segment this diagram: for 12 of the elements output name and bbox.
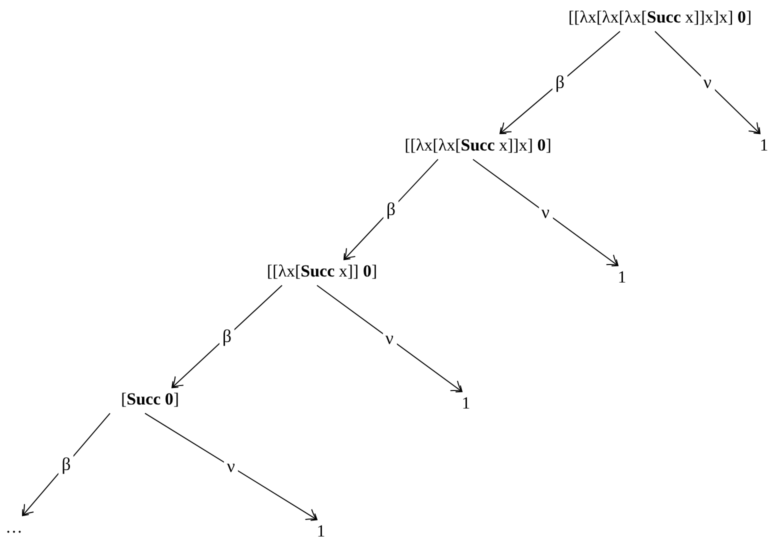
term-label: 1	[618, 268, 626, 288]
term-label: 1	[462, 394, 470, 414]
term-label: [[λx[Succ x]] 0]	[266, 262, 378, 282]
term-label: 1	[760, 136, 768, 156]
term-label: [[λx[λx[λx[Succ x]]x]x] 0]	[568, 8, 752, 28]
term-label: [Succ 0]	[120, 390, 180, 410]
term-label: 1	[316, 522, 326, 542]
edge-label: β	[219, 326, 235, 348]
term-label: [[λx[λx[Succ x]]x] 0]	[404, 136, 552, 156]
edge-label: β	[383, 198, 399, 220]
edge-label: β	[58, 454, 74, 476]
term-label: …	[6, 518, 22, 538]
